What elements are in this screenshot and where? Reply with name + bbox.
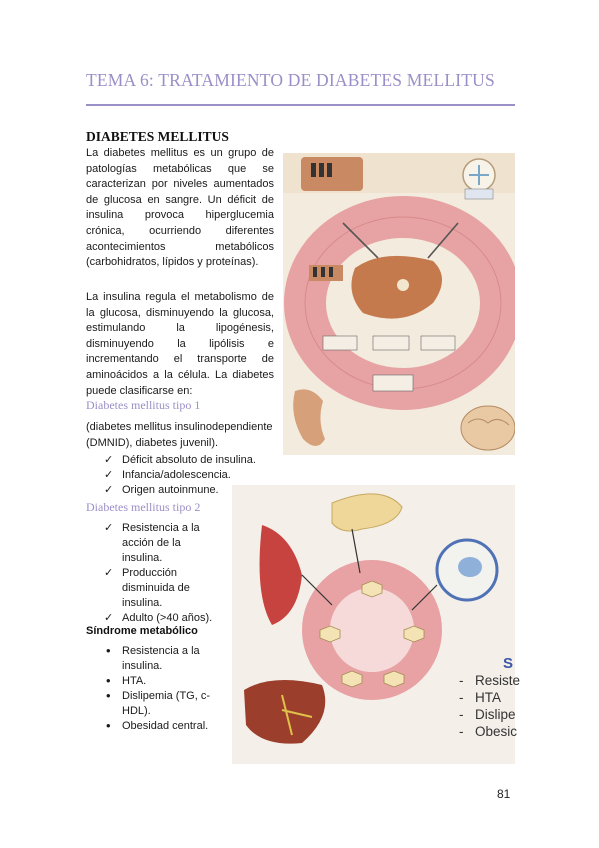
- list-item: Dislipemia (TG, c-HDL).: [104, 688, 214, 719]
- insulin-paragraph: La insulina regula el metabolismo de la …: [86, 291, 274, 397]
- list-item: -Dislipe: [459, 707, 516, 722]
- page-number: 81: [497, 787, 511, 801]
- list-item: Obesidad central.: [104, 718, 214, 734]
- type1-heading: Diabetes mellitus tipo 1: [86, 398, 201, 412]
- type2-diabetes-illustration: [232, 485, 515, 764]
- chapter-title: TEMA 6: TRATAMIENTO DE DIABETES MELLITUS: [86, 70, 495, 90]
- metabolic-list: Resistencia a la insulina. HTA. Dislipem…: [104, 643, 214, 734]
- list-item: Origen autoinmune.: [104, 483, 284, 498]
- list-item: -Resiste: [459, 673, 521, 688]
- list-item: HTA.: [104, 673, 214, 689]
- list-item: -Obesic: [459, 724, 518, 739]
- list-item: Resistencia a la acción de la insulina.: [104, 521, 214, 566]
- list-item: -HTA: [459, 690, 501, 705]
- illustration-art: [232, 485, 515, 764]
- type1-description: (diabetes mellitus insulinodependiente (…: [86, 421, 273, 449]
- type1-list: Déficit absoluto de insulina. Infancia/a…: [104, 453, 284, 498]
- figure-overlay-list: -Resiste -HTA -Dislipe -Obesic: [459, 672, 520, 740]
- metabolic-syndrome-heading: Síndrome metabólico: [86, 625, 198, 637]
- list-item: Déficit absoluto de insulina.: [104, 453, 284, 468]
- type2-heading: Diabetes mellitus tipo 2: [86, 500, 201, 514]
- illustration-art: [283, 153, 515, 455]
- type2-list: Resistencia a la acción de la insulina. …: [104, 521, 214, 626]
- title-divider: [86, 104, 515, 106]
- list-item: Producción disminuida de insulina.: [104, 566, 214, 611]
- intro-paragraph: La diabetes mellitus es un grupo de pato…: [86, 147, 274, 269]
- list-item: Resistencia a la insulina.: [104, 643, 214, 674]
- list-item: Infancia/adolescencia.: [104, 468, 284, 483]
- figure-overlay-letter: S: [503, 655, 514, 672]
- section-heading: DIABETES MELLITUS: [86, 129, 229, 144]
- type1-diabetes-illustration: [283, 153, 515, 455]
- list-item: Adulto (>40 años).: [104, 611, 214, 626]
